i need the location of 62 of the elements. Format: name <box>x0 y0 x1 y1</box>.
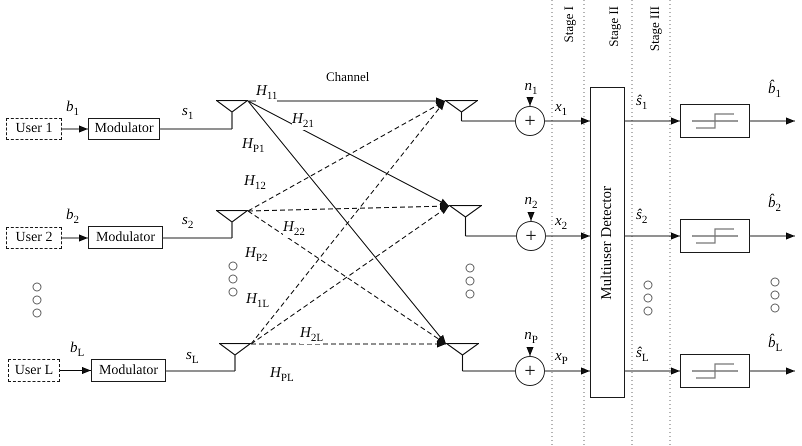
edge-label: H$_{P2}$ <box>245 246 268 264</box>
edge-label: b$_{L}$ <box>70 341 84 359</box>
arrow <box>62 234 88 242</box>
antenna-icon <box>216 210 248 238</box>
arrow <box>546 232 590 240</box>
arrow <box>248 97 445 105</box>
arrow <box>248 202 450 212</box>
modulator-box: Modulator <box>88 118 160 140</box>
user-box: User 2 <box>6 227 62 249</box>
edge-label: b̂$_{L}$ <box>768 336 782 354</box>
noise-label: n$_{2}$ <box>520 192 542 212</box>
modulator-box: Modulator <box>88 226 163 249</box>
arrow <box>60 366 91 374</box>
summing-junction: + <box>515 356 545 386</box>
arrow <box>251 340 446 348</box>
arrow <box>750 367 795 375</box>
arrow <box>625 232 680 240</box>
edge-label: b̂$_{2}$ <box>768 196 781 214</box>
noise-label: n$_{P}$ <box>520 327 542 347</box>
edge-label: H$_{11}$ <box>256 84 278 102</box>
antenna-icon <box>449 205 482 236</box>
edge-label: ŝ$_{L}$ <box>636 346 649 364</box>
summing-junction: + <box>516 221 546 251</box>
edge-label: b̂$_{1}$ <box>768 82 781 100</box>
stage-label: Stage I <box>562 6 575 42</box>
edge-label: H$_{1L}$ <box>246 292 270 310</box>
stage-label: Stage III <box>648 6 661 52</box>
arrow <box>750 117 795 125</box>
user-box: User L <box>8 359 60 382</box>
antenna-icon <box>446 343 479 371</box>
summing-junction: + <box>515 106 545 136</box>
edge-label: H$_{PL}$ <box>270 366 294 384</box>
edge-label: b$_{2}$ <box>66 208 79 226</box>
antenna-icon <box>219 343 251 371</box>
arrow <box>750 232 795 240</box>
user-box: User 1 <box>6 118 62 140</box>
edge-label: H$_{P1}$ <box>242 137 264 155</box>
arrow <box>545 367 590 375</box>
arrow <box>62 125 88 133</box>
edge-label: b$_{1}$ <box>66 100 79 118</box>
edge-label: H$_{22}$ <box>283 220 305 238</box>
arrow <box>625 367 680 375</box>
stage-label: Stage II <box>607 6 620 47</box>
antenna-icon <box>445 100 478 121</box>
arrow <box>526 347 534 356</box>
modulator-box: Modulator <box>91 359 166 382</box>
arrow <box>545 117 590 125</box>
edge-label: H$_{21}$ <box>292 112 314 130</box>
antenna-icon <box>216 100 248 129</box>
arrow <box>625 117 680 125</box>
edge-label: H$_{2L}$ <box>300 326 324 344</box>
arrow <box>527 212 535 221</box>
noise-label: n$_{1}$ <box>520 78 542 98</box>
edge-label: ŝ$_{1}$ <box>636 94 648 112</box>
edge-label: H$_{12}$ <box>244 174 266 192</box>
decision-box <box>680 104 750 138</box>
channel-label: Channel <box>326 70 370 83</box>
arrow <box>526 97 534 106</box>
detector-box: Multiuser Detector <box>590 87 625 398</box>
decision-box <box>680 219 750 253</box>
edge-label: ŝ$_{2}$ <box>636 208 648 226</box>
decision-box <box>680 354 750 388</box>
